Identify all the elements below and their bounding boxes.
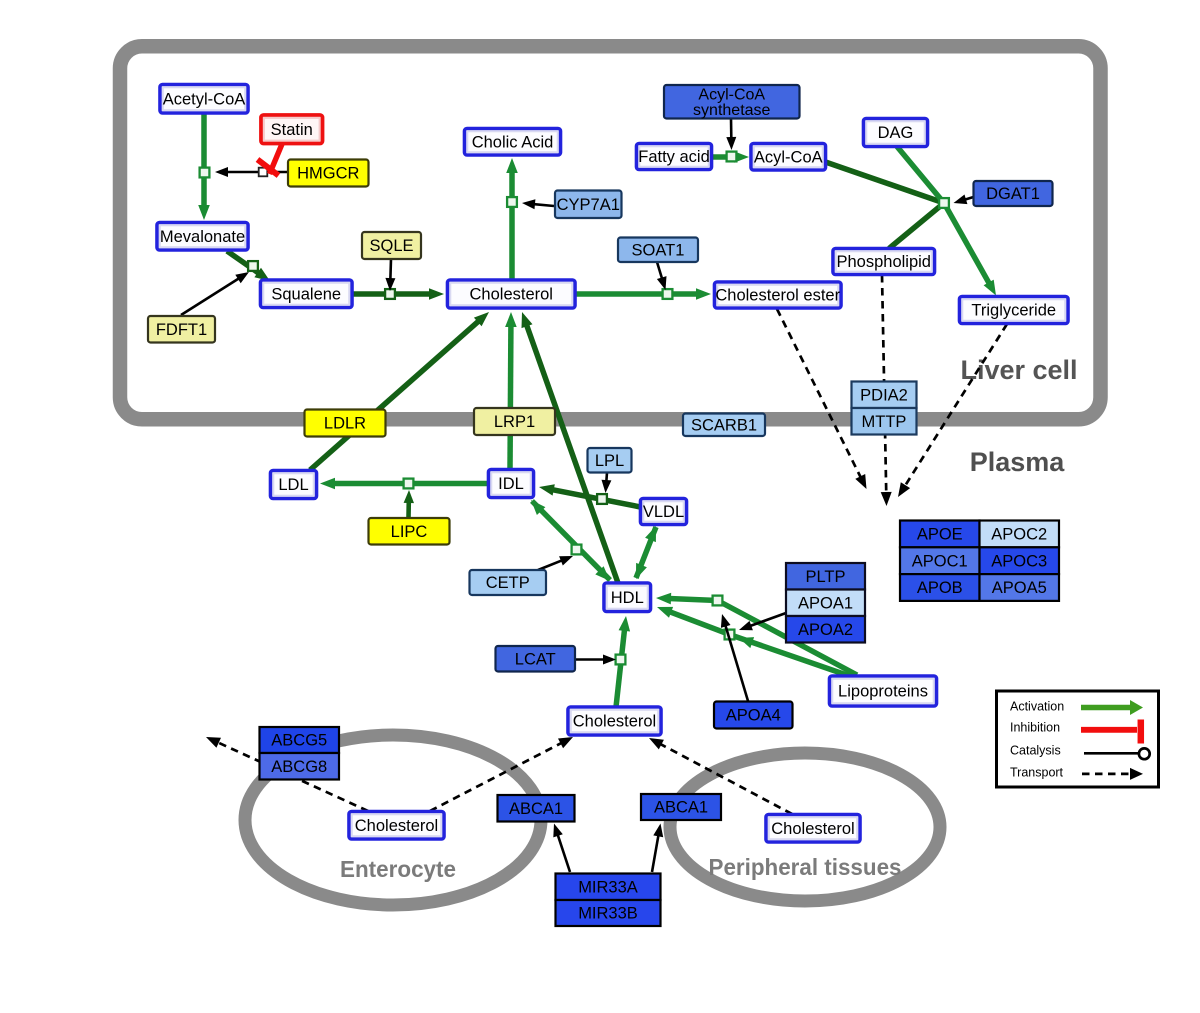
svg-text:Acyl-CoA: Acyl-CoA	[754, 148, 823, 166]
svg-text:Acyl-CoA: Acyl-CoA	[698, 87, 765, 104]
svg-text:Activation: Activation	[1010, 700, 1064, 714]
svg-text:Cholic Acid: Cholic Acid	[472, 133, 554, 151]
svg-text:Fatty acid: Fatty acid	[638, 148, 710, 166]
svg-text:HDL: HDL	[611, 589, 644, 607]
svg-text:Mevalonate: Mevalonate	[160, 228, 245, 246]
svg-text:MTTP: MTTP	[862, 413, 907, 431]
svg-text:Cholesterol: Cholesterol	[573, 713, 656, 731]
svg-text:Cholesterol: Cholesterol	[771, 820, 854, 838]
svg-text:Liver cell: Liver cell	[960, 355, 1077, 385]
svg-text:Cholesterol: Cholesterol	[470, 286, 553, 304]
svg-text:APOC1: APOC1	[912, 552, 968, 570]
svg-text:Statin: Statin	[271, 121, 313, 139]
svg-text:Catalysis: Catalysis	[1010, 744, 1061, 758]
svg-text:APOB: APOB	[917, 579, 963, 597]
svg-text:LIPC: LIPC	[391, 523, 428, 541]
svg-text:APOC2: APOC2	[991, 526, 1047, 544]
svg-text:PLTP: PLTP	[805, 568, 845, 586]
svg-text:Cholesterol ester: Cholesterol ester	[715, 287, 840, 305]
svg-text:LDLR: LDLR	[324, 415, 366, 433]
svg-text:SCARB1: SCARB1	[691, 416, 757, 434]
svg-text:LPL: LPL	[595, 452, 624, 470]
svg-text:APOA5: APOA5	[992, 579, 1047, 597]
svg-text:CYP7A1: CYP7A1	[557, 196, 620, 214]
svg-text:APOC3: APOC3	[991, 552, 1047, 570]
svg-text:ABCA1: ABCA1	[509, 800, 563, 818]
svg-text:Triglyceride: Triglyceride	[971, 302, 1056, 320]
svg-text:MIR33B: MIR33B	[578, 905, 638, 923]
svg-text:LRP1: LRP1	[494, 413, 535, 431]
svg-text:HMGCR: HMGCR	[297, 165, 359, 183]
svg-text:Cholesterol: Cholesterol	[355, 817, 438, 835]
svg-text:IDL: IDL	[498, 475, 524, 493]
svg-text:Inhibition: Inhibition	[1010, 721, 1060, 735]
svg-text:APOA1: APOA1	[798, 594, 853, 612]
svg-text:Peripheral tissues: Peripheral tissues	[709, 854, 902, 880]
svg-text:LDL: LDL	[278, 476, 308, 494]
svg-text:LCAT: LCAT	[515, 650, 556, 668]
svg-text:APOA2: APOA2	[798, 621, 853, 639]
svg-text:synthetase: synthetase	[693, 102, 770, 119]
svg-text:DAG: DAG	[878, 124, 914, 142]
svg-text:CETP: CETP	[486, 574, 530, 592]
svg-text:ABCG5: ABCG5	[271, 732, 327, 750]
svg-text:Phospholipid: Phospholipid	[837, 253, 932, 271]
svg-text:DGAT1: DGAT1	[986, 185, 1040, 203]
svg-text:Plasma: Plasma	[970, 447, 1066, 477]
svg-text:Lipoproteins: Lipoproteins	[838, 683, 928, 701]
svg-text:Squalene: Squalene	[271, 285, 341, 303]
svg-text:SQLE: SQLE	[369, 237, 413, 255]
svg-text:ABCG8: ABCG8	[271, 758, 327, 776]
svg-text:Transport: Transport	[1010, 766, 1064, 780]
svg-text:VLDL: VLDL	[643, 503, 684, 521]
svg-text:PDIA2: PDIA2	[860, 386, 908, 404]
svg-text:MIR33A: MIR33A	[578, 878, 638, 896]
svg-text:APOA4: APOA4	[726, 707, 781, 725]
svg-text:ABCA1: ABCA1	[654, 799, 708, 817]
svg-text:Enterocyte: Enterocyte	[340, 856, 456, 882]
svg-text:FDFT1: FDFT1	[156, 321, 207, 339]
svg-text:APOE: APOE	[917, 526, 963, 544]
svg-text:SOAT1: SOAT1	[632, 241, 685, 259]
svg-text:Acetyl-CoA: Acetyl-CoA	[163, 90, 246, 108]
